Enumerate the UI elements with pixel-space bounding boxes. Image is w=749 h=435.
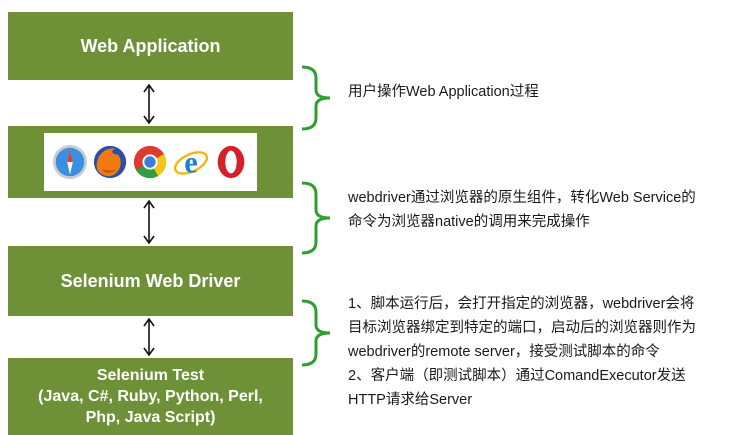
selenium-test-languages-line1: (Java, C#, Ruby, Python, Perl, bbox=[38, 388, 263, 405]
internet-explorer-icon: e bbox=[173, 145, 208, 179]
note3-line5: HTTP请求给Server bbox=[348, 392, 473, 408]
note-script-execution: 1、脚本运行后，会打开指定的浏览器，webdriver会将 目标浏览器绑定到特定… bbox=[348, 292, 696, 412]
chrome-icon bbox=[134, 145, 167, 179]
note2-line1: webdriver通过浏览器的原生组件，转化Web Service的 bbox=[348, 190, 696, 206]
browsers-box: e bbox=[8, 126, 293, 198]
note3-line2: 目标浏览器绑定到特定的端口，启动后的浏览器则作为 bbox=[348, 320, 696, 336]
note3-line4: 2、客户端（即测试脚本）通过ComandExecutor发送 bbox=[348, 368, 686, 384]
opera-icon bbox=[217, 145, 245, 179]
brace-1 bbox=[301, 65, 331, 131]
brace-3 bbox=[301, 299, 331, 367]
note3-line3: webdriver的remote server，接受测试脚本的命令 bbox=[348, 344, 660, 360]
web-application-label: Web Application bbox=[80, 35, 221, 56]
firefox-icon bbox=[94, 145, 127, 179]
selenium-web-driver-box: Selenium Web Driver bbox=[8, 246, 293, 316]
web-application-box: Web Application bbox=[8, 12, 293, 80]
note2-line2: 命令为浏览器native的调用来完成操作 bbox=[348, 214, 590, 230]
note1-line1: 用户操作Web Application过程 bbox=[348, 84, 539, 100]
selenium-test-box: Selenium Test (Java, C#, Ruby, Python, P… bbox=[8, 358, 293, 435]
selenium-web-driver-label: Selenium Web Driver bbox=[60, 270, 241, 291]
selenium-test-title: Selenium Test bbox=[96, 367, 205, 384]
browser-icons-strip: e bbox=[44, 133, 257, 191]
selenium-test-languages-line2: Php, Java Script) bbox=[85, 409, 216, 426]
note3-line1: 1、脚本运行后，会打开指定的浏览器，webdriver会将 bbox=[348, 296, 695, 312]
svg-text:e: e bbox=[184, 145, 198, 179]
brace-2 bbox=[301, 181, 331, 255]
arrow-web-browsers bbox=[143, 84, 155, 124]
safari-icon bbox=[52, 144, 88, 180]
note-webdriver-browser: webdriver通过浏览器的原生组件，转化Web Service的 命令为浏览… bbox=[348, 186, 696, 234]
note-web-application: 用户操作Web Application过程 bbox=[348, 80, 539, 104]
arrow-browsers-driver bbox=[143, 200, 155, 244]
arrow-driver-test bbox=[143, 318, 155, 356]
